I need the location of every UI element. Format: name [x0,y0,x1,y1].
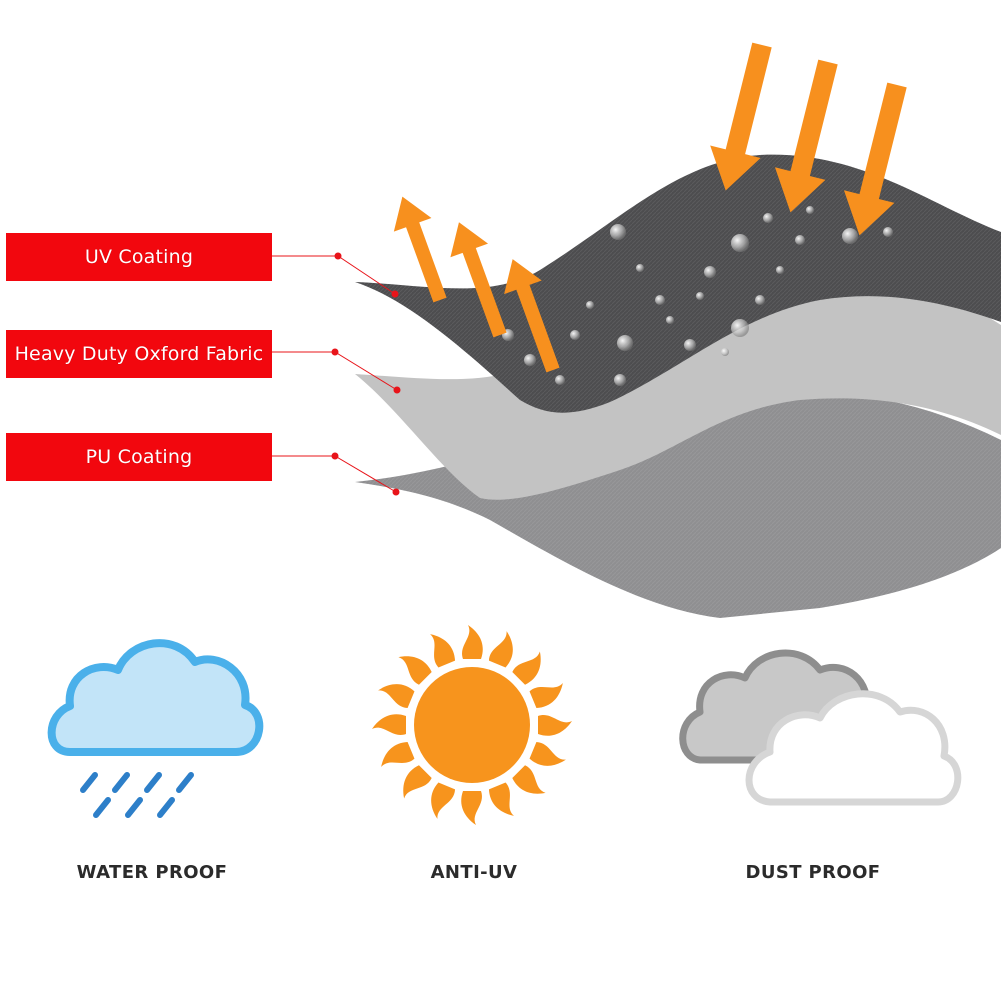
sun-ray [378,684,415,709]
water-droplet [795,235,805,245]
water-droplet [524,354,536,366]
water-droplet [704,266,716,278]
water-droplet [842,228,858,244]
dust-cloud-icon [679,649,962,806]
reflected-uv-arrows [393,196,560,373]
water-droplet [731,234,749,252]
water-droplet [614,374,626,386]
arrow-down-icon [710,42,772,191]
arrow-up-icon [393,196,447,303]
rain-cloud-icon [47,639,264,818]
pu-coating-text: PU Coating [85,446,193,468]
sun-ray [512,765,546,794]
water-droplet [883,227,893,237]
uv-coating-text: UV Coating [84,246,194,268]
sun-ray [461,791,482,825]
water-droplet [684,339,696,351]
oxford-fabric-label: Heavy Duty Oxford Fabric [6,330,272,378]
sun-ray [372,714,406,735]
water-droplet [763,213,773,223]
water-proof-caption: WATER PROOF [76,862,228,883]
oxford-fabric-layer [355,273,1001,500]
sun-ray [431,782,456,819]
dust-proof-caption: DUST PROOF [745,862,881,883]
oxford-fabric-text: Heavy Duty Oxford Fabric [14,343,264,365]
water-droplet [570,330,580,340]
water-droplet [636,264,644,272]
sun-ray [529,741,566,766]
sun-ray [403,765,432,799]
water-droplet [806,206,814,214]
sun-icon [372,625,572,825]
water-droplet [586,301,594,309]
incoming-uv-arrows [710,42,907,236]
sun-ray [381,741,415,767]
water-droplet [755,295,765,305]
water-droplet [731,319,749,337]
pu-coating-label: PU Coating [6,433,272,481]
sun-ray [512,651,541,685]
pu-coating-layer [355,390,1001,618]
water-droplet [555,375,565,385]
arrow-down-icon [843,82,907,236]
sun-ray [488,631,513,668]
arrow-up-icon [450,222,507,338]
water-droplet [666,316,674,324]
anti-uv-caption: ANTI-UV [430,862,518,883]
water-droplet [617,335,633,351]
uv-coating-label: UV Coating [6,233,272,281]
sun-ray [398,656,432,685]
uv-coating-layer [355,154,1001,413]
sun-ray [430,634,456,668]
sun-ray [538,715,572,736]
arrow-up-icon [504,259,560,373]
water-droplet [655,295,665,305]
sun-ray [488,782,514,816]
water-droplet [696,292,704,300]
arrow-down-icon [774,59,838,213]
water-droplets [502,206,893,386]
sun-ray [529,683,563,709]
water-droplet [776,266,784,274]
leader-lines [272,252,401,496]
sun-ray [462,625,483,659]
water-droplet [721,348,729,356]
water-droplet [610,224,626,240]
